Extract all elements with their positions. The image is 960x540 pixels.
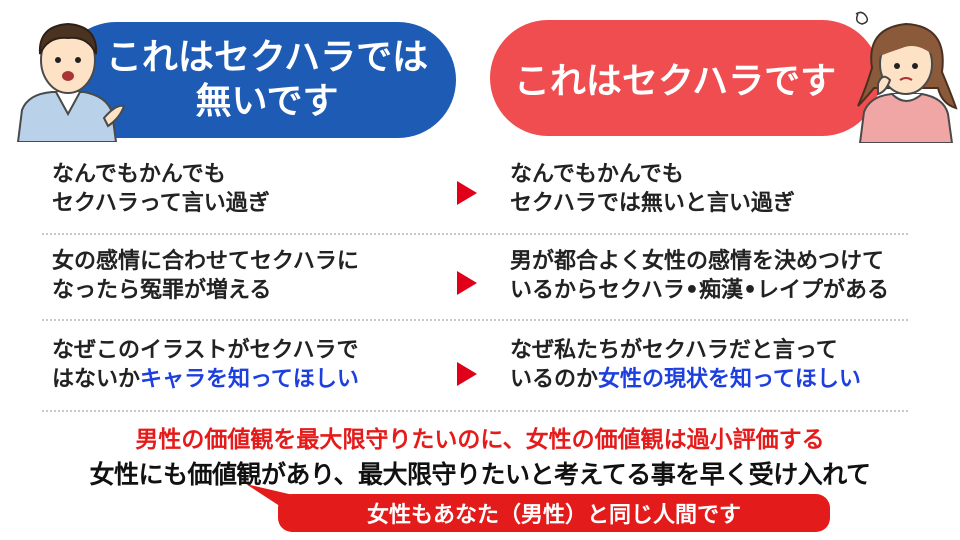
comparison-row-1: なんでもかんでも セクハラって言い過ぎ なんでもかんでも セクハラでは無いと言い…	[42, 160, 908, 222]
left-banner-line2: 無いです	[195, 81, 339, 122]
row3-right-line2: いるのか女性の現状を知ってほしい	[510, 365, 861, 394]
row2-left-text: 女の感情に合わせてセクハラに なったら冤罪が増える	[52, 247, 359, 305]
callout-box: 女性もあなた（男性）と同じ人間です	[278, 494, 830, 532]
row-divider	[42, 410, 908, 412]
row2-right-text: 男が都合よく女性の感情を決めつけて いるからセクハラ•痴漢•レイプがある	[510, 247, 889, 305]
row3-left-line2-highlight: キャラを知ってほしい	[140, 367, 359, 392]
row1-right-line2: セクハラでは無いと言い過ぎ	[510, 191, 795, 216]
man-avatar-icon	[16, 22, 126, 142]
row3-left-line2-plain: はないか	[52, 367, 141, 392]
row-divider	[42, 319, 908, 321]
row3-left-text: なぜこのイラストがセクハラで はないかキャラを知ってほしい	[52, 336, 359, 394]
row3-right-line2-highlight: 女性の現状を知ってほしい	[598, 367, 861, 392]
row1-left-line2: セクハラって言い過ぎ	[52, 191, 270, 216]
row1-right-text: なんでもかんでも セクハラでは無いと言い過ぎ	[510, 160, 795, 218]
row1-left-text: なんでもかんでも セクハラって言い過ぎ	[52, 160, 270, 218]
row3-right-line1: なぜ私たちがセクハラだと言って	[510, 338, 838, 363]
arrow-right-icon	[457, 181, 477, 205]
row1-right-line1: なんでもかんでも	[510, 162, 684, 187]
left-banner-text: これはセクハラでは 無いです	[86, 36, 428, 124]
row2-right-line1: 男が都合よく女性の感情を決めつけて	[510, 249, 885, 274]
callout-text: 女性もあなた（男性）と同じ人間です	[366, 503, 741, 528]
row2-left-line1: 女の感情に合わせてセクハラに	[52, 249, 359, 274]
left-banner: これはセクハラでは 無いです	[58, 22, 456, 138]
row3-right-text: なぜ私たちがセクハラだと言って いるのか女性の現状を知ってほしい	[510, 336, 861, 394]
row-divider	[42, 233, 908, 235]
comparison-row-2: 女の感情に合わせてセクハラに なったら冤罪が増える 男が都合よく女性の感情を決め…	[42, 247, 908, 309]
row2-left-line2: なったら冤罪が増える	[52, 278, 272, 303]
row1-left-line1: なんでもかんでも	[52, 162, 226, 187]
row3-left-line2: はないかキャラを知ってほしい	[52, 365, 359, 394]
woman-avatar-icon	[855, 11, 958, 143]
right-banner-text: これはセクハラです	[513, 61, 837, 102]
summary-black-line: 女性にも価値観があり、最大限守りたいと考えてる事を早く受け入れて	[89, 460, 871, 489]
row3-right-line2-plain: いるのか	[510, 367, 599, 392]
summary-red-line: 男性の価値観を最大限守りたいのに、女性の価値観は過小評価する	[135, 427, 825, 453]
left-banner-line1: これはセクハラでは	[105, 37, 429, 78]
arrow-right-icon	[457, 271, 477, 295]
row3-left-line1: なぜこのイラストがセクハラで	[52, 338, 359, 363]
arrow-right-icon	[457, 362, 477, 386]
right-banner: これはセクハラです	[490, 20, 880, 136]
comparison-row-3: なぜこのイラストがセクハラで はないかキャラを知ってほしい なぜ私たちがセクハラ…	[42, 336, 908, 398]
row2-right-line2: いるからセクハラ•痴漢•レイプがある	[510, 278, 890, 303]
